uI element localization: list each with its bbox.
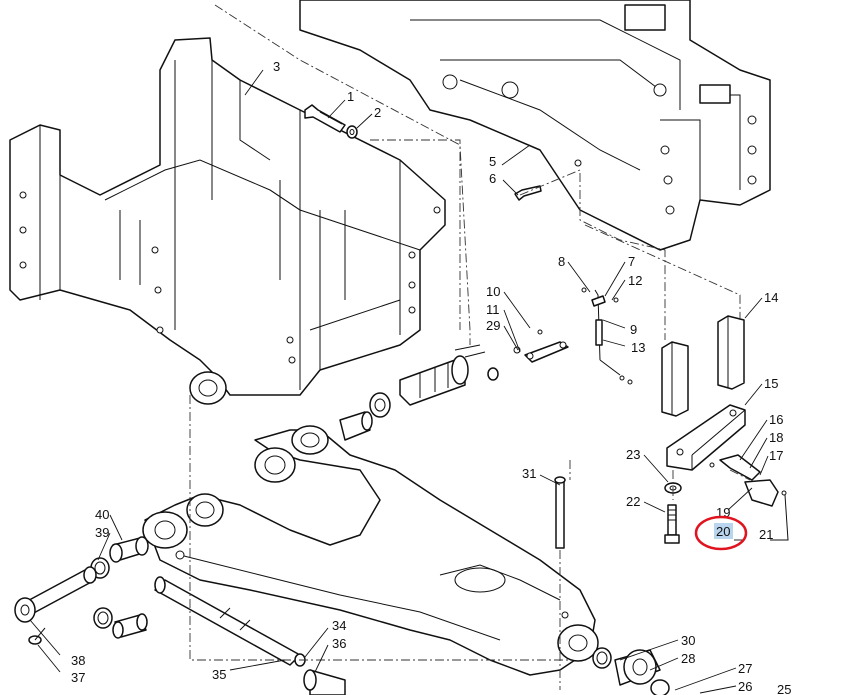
label-11: 11 (486, 302, 500, 317)
label-36: 36 (332, 636, 346, 651)
label-37: 37 (71, 670, 85, 685)
bolt-part-37 (28, 627, 46, 645)
highlight-circle (694, 515, 748, 551)
label-21: 21 (759, 527, 773, 542)
bolt-part-1 (304, 104, 346, 133)
label-29: 29 (486, 318, 500, 333)
label-7: 7 (628, 254, 635, 269)
pin-part-31 (554, 476, 566, 549)
axle-swivel-casting (142, 425, 599, 676)
support-part-15 (666, 404, 746, 471)
label-12: 12 (628, 273, 642, 288)
label-22: 22 (626, 494, 640, 509)
bushing-part-40 (109, 536, 149, 563)
label-9: 9 (630, 322, 637, 337)
label-34: 34 (332, 618, 346, 633)
bushing-part-36 (303, 669, 346, 695)
label-20-highlight (714, 523, 733, 539)
link-plate-part-11 (513, 329, 569, 363)
label-16: 16 (769, 412, 783, 427)
label-20: 20 (716, 524, 730, 539)
pivot-pin-assembly (339, 344, 499, 441)
label-2: 2 (374, 105, 381, 120)
chassis-part-5 (299, 0, 771, 251)
label-39: 39 (95, 525, 109, 540)
pin-part-38 (14, 566, 97, 623)
label-3: 3 (273, 59, 280, 74)
label-1: 1 (347, 89, 354, 104)
label-35: 35 (212, 667, 226, 682)
leader-lines (29, 69, 769, 694)
label-30: 30 (681, 633, 695, 648)
part-labels: 1 2 3 5 6 7 8 9 10 11 12 13 14 15 16 17 … (71, 59, 791, 695)
label-8: 8 (558, 254, 565, 269)
rod-assembly-parts-7-13 (581, 287, 633, 385)
front-support-frame-part-3 (9, 37, 446, 405)
ring-part-27 (650, 679, 670, 695)
bolt-part-22 (664, 504, 680, 544)
bolt-part-6 (514, 185, 542, 201)
label-28: 28 (681, 651, 695, 666)
ring-bushing-left-lower (93, 607, 148, 639)
label-38: 38 (71, 653, 85, 668)
label-10: 10 (486, 284, 500, 299)
sensor-assembly-parts-16-21 (709, 454, 789, 541)
label-23: 23 (626, 447, 640, 462)
label-26: 26 (738, 679, 752, 694)
block-part-14 (661, 315, 745, 417)
washer-part-2 (346, 125, 358, 139)
label-13: 13 (631, 340, 645, 355)
label-31: 31 (522, 466, 536, 481)
label-6: 6 (489, 171, 496, 186)
assembly-center-lines (189, 4, 751, 690)
bushing-part-28 (614, 649, 661, 686)
label-17: 17 (769, 448, 783, 463)
label-40: 40 (95, 507, 109, 522)
ring-part-30 (592, 647, 612, 669)
label-5: 5 (489, 154, 496, 169)
label-14: 14 (764, 290, 778, 305)
label-15: 15 (764, 376, 778, 391)
label-27: 27 (738, 661, 752, 676)
label-25: 25 (777, 682, 791, 695)
label-18: 18 (769, 430, 783, 445)
